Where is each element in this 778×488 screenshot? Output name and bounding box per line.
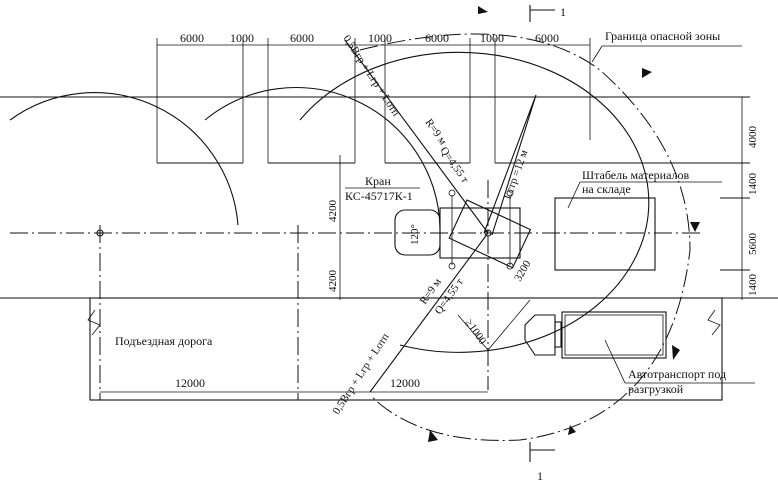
radius-line-bottom bbox=[369, 232, 489, 393]
angle-label: 120° bbox=[409, 224, 421, 245]
formula-bottom: 0,5Bгр + Lгр + Lотп bbox=[330, 331, 391, 416]
dim-top-6: 1000 bbox=[480, 31, 504, 45]
zone-flag-markers bbox=[428, 6, 700, 442]
dim-left-1: 4200 bbox=[327, 200, 339, 223]
dim-top-2: 1000 bbox=[230, 31, 254, 45]
dim-top-5: 6000 bbox=[425, 31, 449, 45]
r-top: R=9 м bbox=[423, 117, 449, 147]
working-radius-arc bbox=[299, 51, 650, 353]
dim-right-2: 1400 bbox=[747, 173, 759, 196]
section-mark-top: 1 bbox=[529, 5, 566, 22]
dim-bottom-2: 12000 bbox=[390, 376, 420, 390]
dim-right-3: 5600 bbox=[747, 233, 759, 256]
section-top-label: 1 bbox=[560, 5, 566, 19]
building-bays bbox=[0, 96, 750, 271]
dim-bottom-1: 12000 bbox=[175, 376, 205, 390]
truck-label-2: разгрузкой bbox=[628, 382, 684, 396]
danger-zone-label: Граница опасной зоны bbox=[605, 29, 720, 43]
truck bbox=[524, 311, 667, 359]
stack-label-2: на складе bbox=[582, 182, 631, 196]
truck-label-1: Автотранспорт под bbox=[628, 367, 726, 381]
dim-right-4: 1400 bbox=[747, 274, 759, 297]
dim-top-1: 6000 bbox=[180, 31, 204, 45]
dim-top-3: 6000 bbox=[290, 31, 314, 45]
formula-top: 0,5Bгр + Lгр + Lотп bbox=[340, 33, 401, 118]
dim-right-1: 4000 bbox=[747, 126, 759, 149]
dim-top-4: 1000 bbox=[368, 31, 392, 45]
radius-line-top bbox=[344, 39, 489, 234]
stack-label-1: Штабель материалов bbox=[582, 168, 689, 182]
top-dimension-chain: 6000 1000 6000 1000 6000 1000 6000 bbox=[156, 31, 591, 163]
axis-lines bbox=[10, 180, 700, 400]
crane-label-1: Кран bbox=[365, 174, 391, 188]
access-road: Подъездная дорога 12000 12000 bbox=[0, 297, 778, 401]
dim-top-7: 6000 bbox=[535, 31, 559, 45]
danger-zone-boundary bbox=[359, 33, 691, 441]
road-label: Подъездная дорога bbox=[115, 334, 213, 348]
crane-label-2: КС-45717К-1 bbox=[345, 189, 413, 203]
crane-stop-arcs bbox=[9, 87, 441, 237]
material-stack bbox=[554, 197, 656, 271]
section-bottom-label: 1 bbox=[537, 469, 543, 483]
dim-1000: ≥1000 bbox=[463, 317, 489, 347]
q-top: Q=4,55 т bbox=[438, 145, 471, 186]
section-mark-bottom: 1 bbox=[529, 442, 555, 483]
dim-left-2: 4200 bbox=[327, 270, 339, 293]
right-dimension-chain: 4000 1400 5600 1400 bbox=[741, 97, 759, 300]
left-dimension-chain: 4200 4200 bbox=[327, 155, 341, 300]
